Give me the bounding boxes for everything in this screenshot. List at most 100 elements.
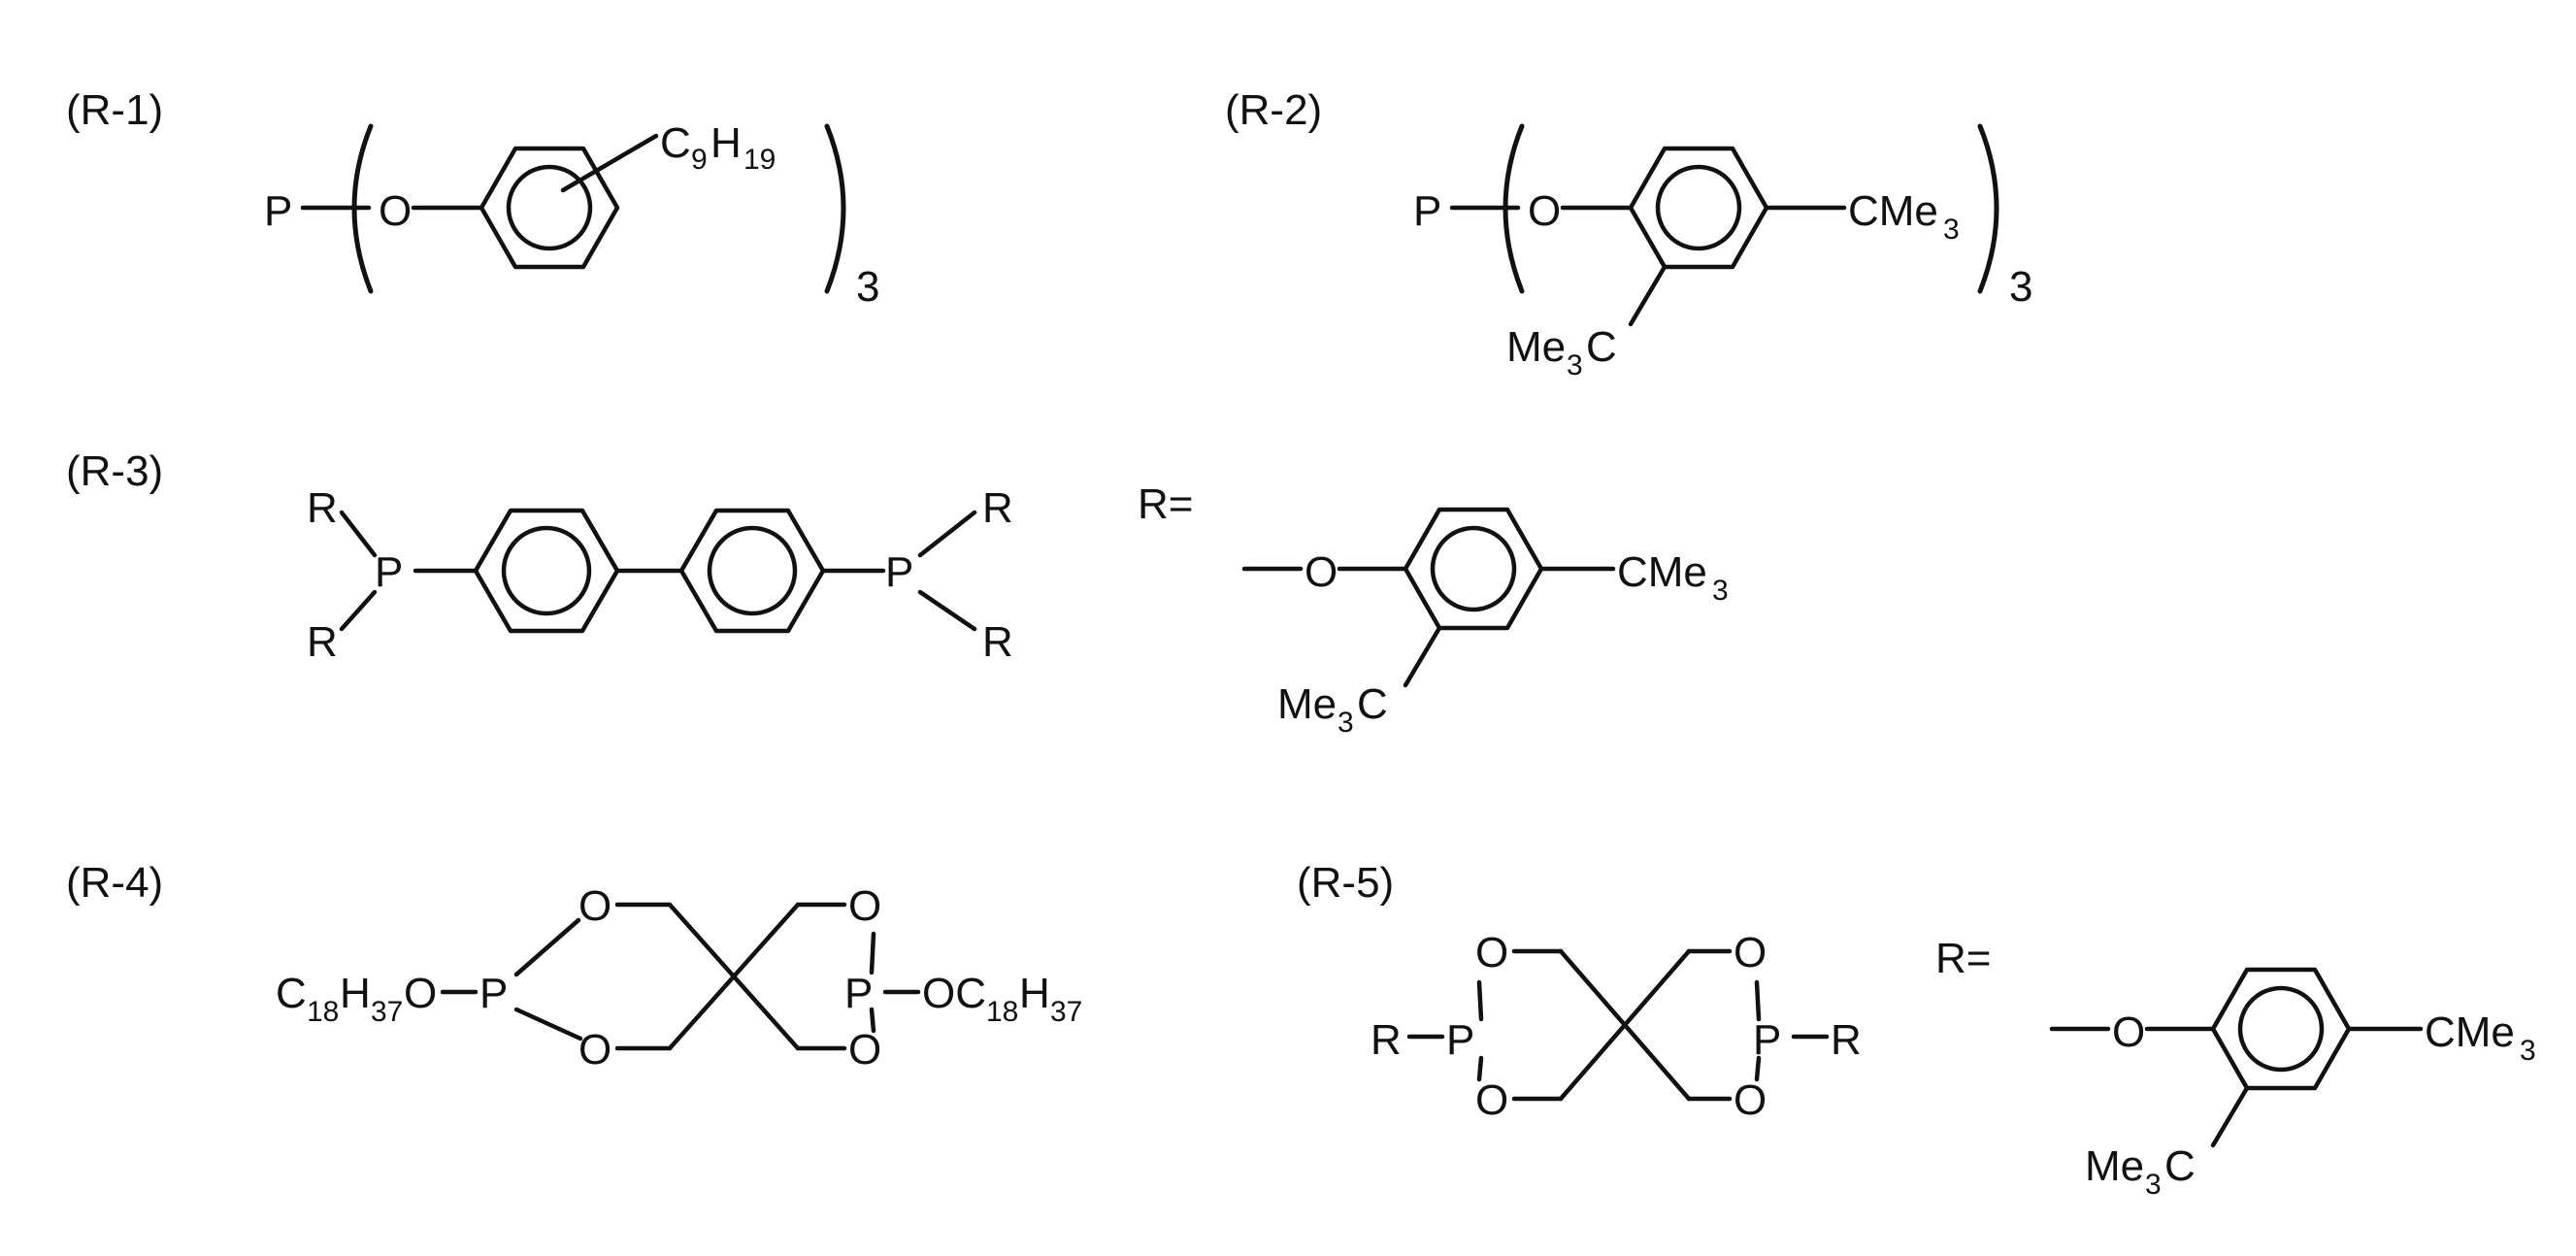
atom-r: R xyxy=(1371,1016,1402,1064)
r-definition-r3: R= O CMe 3 Me 3 C xyxy=(1138,480,1729,739)
bond-ring-me3c xyxy=(1405,628,1439,685)
structure-r2: (R-2) P O CMe 3 Me 3 C 3 xyxy=(1225,86,2032,381)
bond-ch2-spiro xyxy=(1561,951,1625,1025)
atom-p: P xyxy=(375,548,403,596)
atom-p: P xyxy=(844,970,873,1017)
atom-h: H xyxy=(340,970,371,1017)
atom-me: Me xyxy=(1277,680,1337,728)
aromatic-circle xyxy=(1433,528,1514,610)
bond-ch2-spiro xyxy=(670,976,734,1048)
atom-o: O xyxy=(379,187,412,235)
aromatic-circle xyxy=(710,528,795,613)
bond-ch2-spiro xyxy=(670,905,734,976)
label-r3: (R-3) xyxy=(66,447,163,495)
atom-o: O xyxy=(1305,548,1338,596)
atom-cme: CMe xyxy=(2425,1008,2515,1056)
bond-r-p xyxy=(342,592,375,629)
label-r5: (R-5) xyxy=(1297,859,1394,907)
bond-p-o xyxy=(516,920,578,975)
subscript-3-outer: 3 xyxy=(2009,263,2032,311)
group-cme3: CMe 3 xyxy=(1848,187,1960,246)
subscript-9: 9 xyxy=(691,144,708,176)
bond-ch2-spiro xyxy=(1561,1025,1625,1099)
aromatic-circle xyxy=(1658,167,1739,248)
bond-ring-c9h19 xyxy=(563,136,656,190)
atom-r: R xyxy=(307,484,338,532)
atom-c: C xyxy=(1586,323,1617,371)
atom-r: R xyxy=(307,618,338,666)
subscript-3: 3 xyxy=(2520,1035,2536,1067)
group-oc18h37-right: OC 18 H 37 xyxy=(922,970,1082,1028)
close-paren xyxy=(827,126,843,291)
subscript-3: 3 xyxy=(2145,1169,2162,1201)
subscript-3: 3 xyxy=(1567,349,1583,381)
atom-o: O xyxy=(848,882,881,930)
subscript-3: 3 xyxy=(1338,707,1354,739)
atom-p: P xyxy=(479,970,508,1017)
label-r4: (R-4) xyxy=(66,859,163,907)
bond-p-o xyxy=(516,1009,580,1039)
subscript-3: 3 xyxy=(856,263,879,311)
bond-spiro-ch2 xyxy=(1625,1025,1689,1099)
structure-r1: (R-1) P O C 9 H 19 3 xyxy=(66,86,879,311)
structure-r3: (R-3) R R P P R R R= O CMe 3 Me 3 xyxy=(66,447,1729,739)
aromatic-circle xyxy=(2240,988,2322,1070)
aromatic-circle xyxy=(504,528,589,613)
subscript-37: 37 xyxy=(1050,996,1082,1028)
bond-p-o xyxy=(1479,982,1481,1019)
group-c9h19: C 9 H 19 xyxy=(660,119,776,176)
atom-o: O xyxy=(1475,929,1508,976)
subscript-19: 19 xyxy=(743,144,776,176)
subscript-18: 18 xyxy=(307,996,339,1028)
subscript-3: 3 xyxy=(1943,214,1960,246)
atom-o: O xyxy=(848,1026,881,1074)
atom-cme: CMe xyxy=(1617,548,1707,596)
atom-o: O xyxy=(1734,1076,1767,1124)
r-definition-r5: R= O CMe 3 Me 3 C xyxy=(1935,935,2536,1201)
bond-p-r xyxy=(920,512,974,555)
atom-c: C xyxy=(660,119,691,167)
group-me3c: Me 3 C xyxy=(1506,323,1617,381)
bond-p-r xyxy=(920,592,974,629)
subscript-3: 3 xyxy=(1712,575,1729,607)
bond-o-p xyxy=(872,934,874,973)
group-c18h37o-left: C 18 H 37 O xyxy=(276,970,437,1028)
r-equals: R= xyxy=(1138,480,1193,528)
atom-h: H xyxy=(710,119,742,167)
subscript-37: 37 xyxy=(371,996,403,1028)
structure-r4: (R-4) C 18 H 37 O P O O O O P O C 18 H xyxy=(66,859,1082,1074)
atom-c: C xyxy=(1357,680,1388,728)
atom-o: O xyxy=(1528,187,1561,235)
atom-r: R xyxy=(1831,1016,1862,1064)
atom-p: P xyxy=(1753,1016,1781,1064)
atom-p: P xyxy=(264,187,292,235)
structure-r5: (R-5) R P O O O O P R R= O CMe 3 xyxy=(1297,859,2536,1201)
bond-spiro-ch2 xyxy=(1625,951,1689,1025)
atom-r: R xyxy=(982,618,1013,666)
bond-o-p xyxy=(1757,982,1759,1019)
atom-o: O xyxy=(578,882,611,930)
label-r1: (R-1) xyxy=(66,86,163,134)
close-paren xyxy=(1980,126,1997,291)
atom-me: Me xyxy=(1506,323,1566,371)
atom-o: O xyxy=(404,970,437,1017)
r-equals: R= xyxy=(1935,935,1991,982)
bond-ring-me3c xyxy=(1631,267,1665,324)
atom-p: P xyxy=(1413,187,1441,235)
atom-o: O xyxy=(578,1026,611,1074)
atom-me: Me xyxy=(2085,1142,2144,1190)
atom-cme: CMe xyxy=(1848,187,1938,235)
label-r2: (R-2) xyxy=(1225,86,1322,134)
atom-h: H xyxy=(1019,970,1050,1017)
bond-r-p xyxy=(342,512,375,555)
atom-c: C xyxy=(2164,1142,2196,1190)
bond-spiro-ch2 xyxy=(734,905,798,976)
bond-spiro-ch2 xyxy=(734,976,798,1048)
atom-o: O xyxy=(2112,1008,2145,1056)
subscript-18: 18 xyxy=(986,996,1018,1028)
bond-ring-me3c xyxy=(2213,1088,2247,1145)
atom-r: R xyxy=(982,484,1013,532)
atom-c: C xyxy=(276,970,307,1017)
atom-p: P xyxy=(1446,1016,1474,1064)
